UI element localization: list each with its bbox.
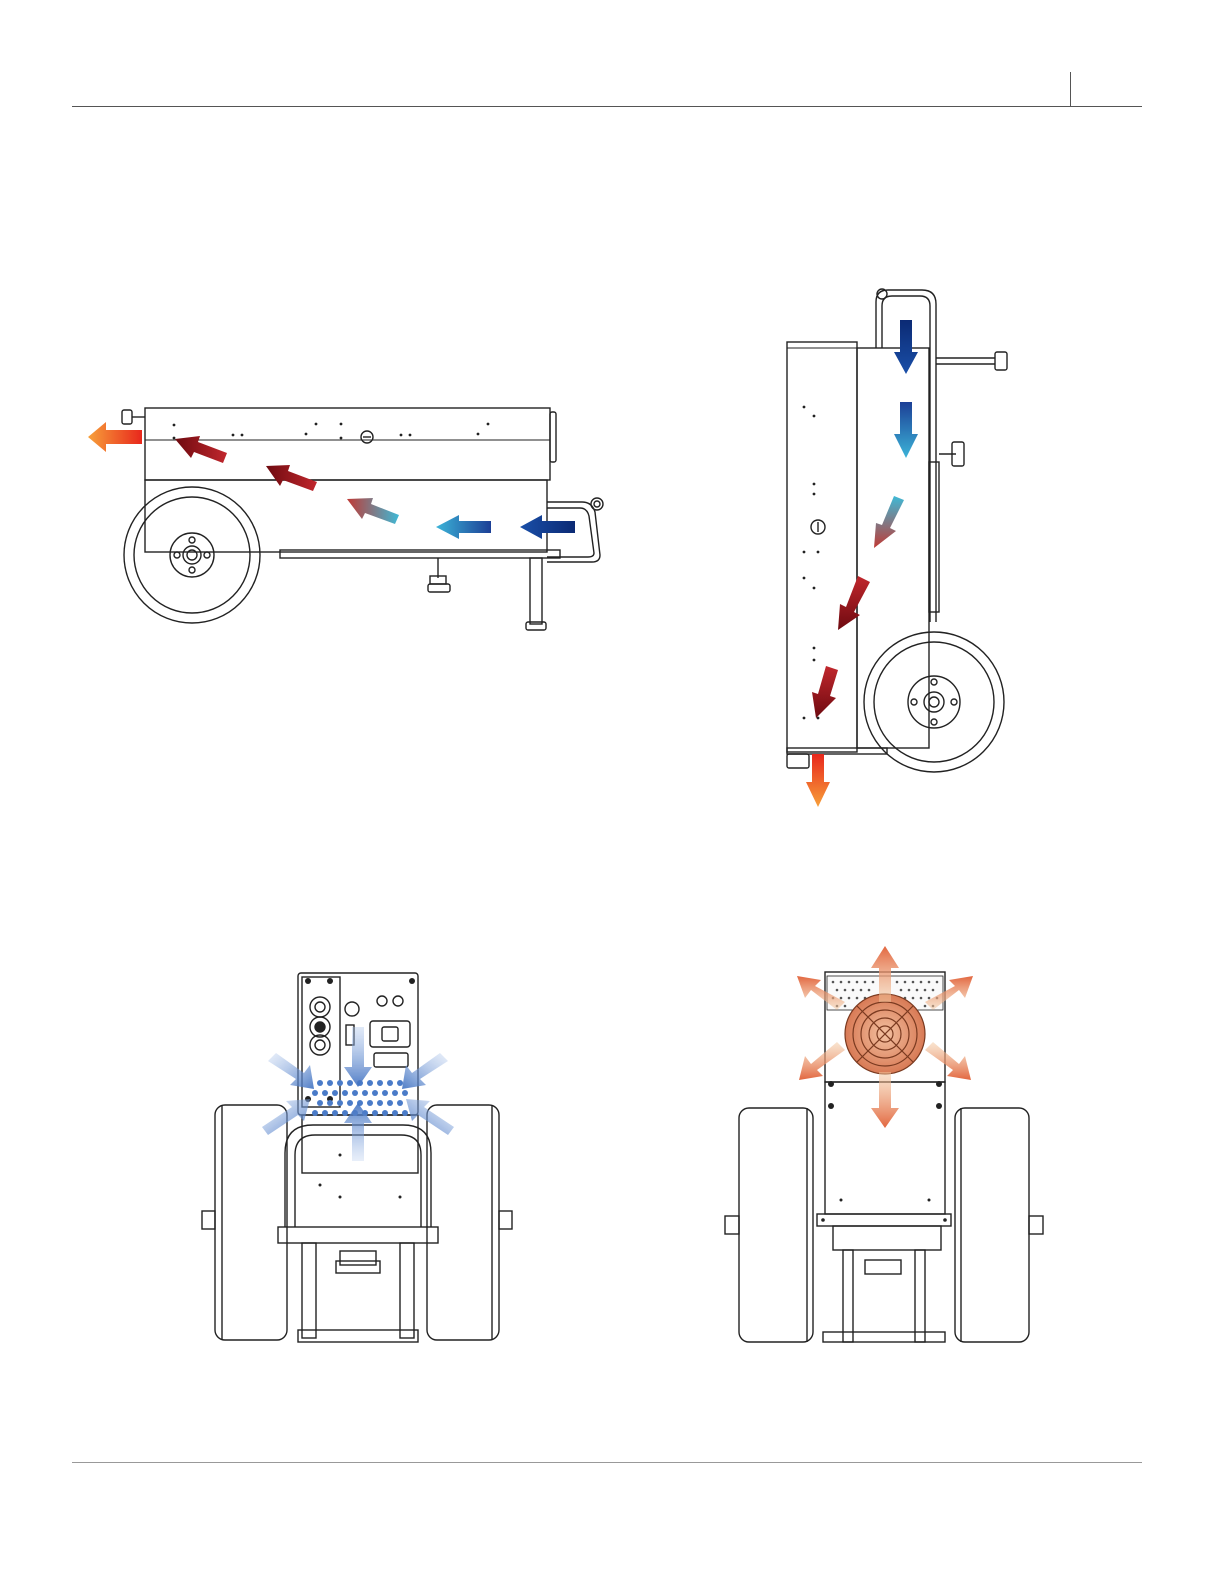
mixed-arrow bbox=[874, 496, 904, 548]
airflow-arrows bbox=[806, 320, 918, 807]
panel-screws bbox=[173, 423, 490, 440]
cool-arrow-mid bbox=[894, 402, 918, 458]
fan bbox=[845, 994, 925, 1074]
rear-exhaust-view-airflow bbox=[715, 942, 1055, 1352]
warm-arrow-2 bbox=[266, 465, 317, 491]
airflow-arrows bbox=[262, 1027, 454, 1161]
warm-arrow-1 bbox=[838, 576, 870, 630]
cool-arrow-mid bbox=[436, 515, 491, 539]
mixed-arrow bbox=[347, 498, 399, 524]
header-tick bbox=[1070, 72, 1071, 106]
intake-arrow-top-right bbox=[402, 1053, 448, 1089]
exhaust-arrow-down-right bbox=[925, 1042, 971, 1080]
warm-arrow-2 bbox=[812, 666, 838, 718]
exhaust-arrow-down-left bbox=[799, 1042, 845, 1080]
panel-screws bbox=[803, 406, 820, 720]
intake-arrow-top-left bbox=[268, 1053, 314, 1089]
exhaust-arrow-down bbox=[871, 1072, 899, 1128]
upright-view-airflow bbox=[770, 282, 1020, 812]
intake-arrow-top-center bbox=[344, 1027, 372, 1087]
rear-intake-view-airflow bbox=[190, 965, 530, 1355]
exhaust-arrow bbox=[88, 422, 142, 452]
intake-arrow-bottom-center bbox=[344, 1103, 372, 1161]
side-view-airflow bbox=[70, 390, 630, 640]
header-rule bbox=[72, 106, 1142, 107]
cool-arrow-intake bbox=[894, 320, 918, 374]
footer-rule bbox=[72, 1462, 1142, 1463]
